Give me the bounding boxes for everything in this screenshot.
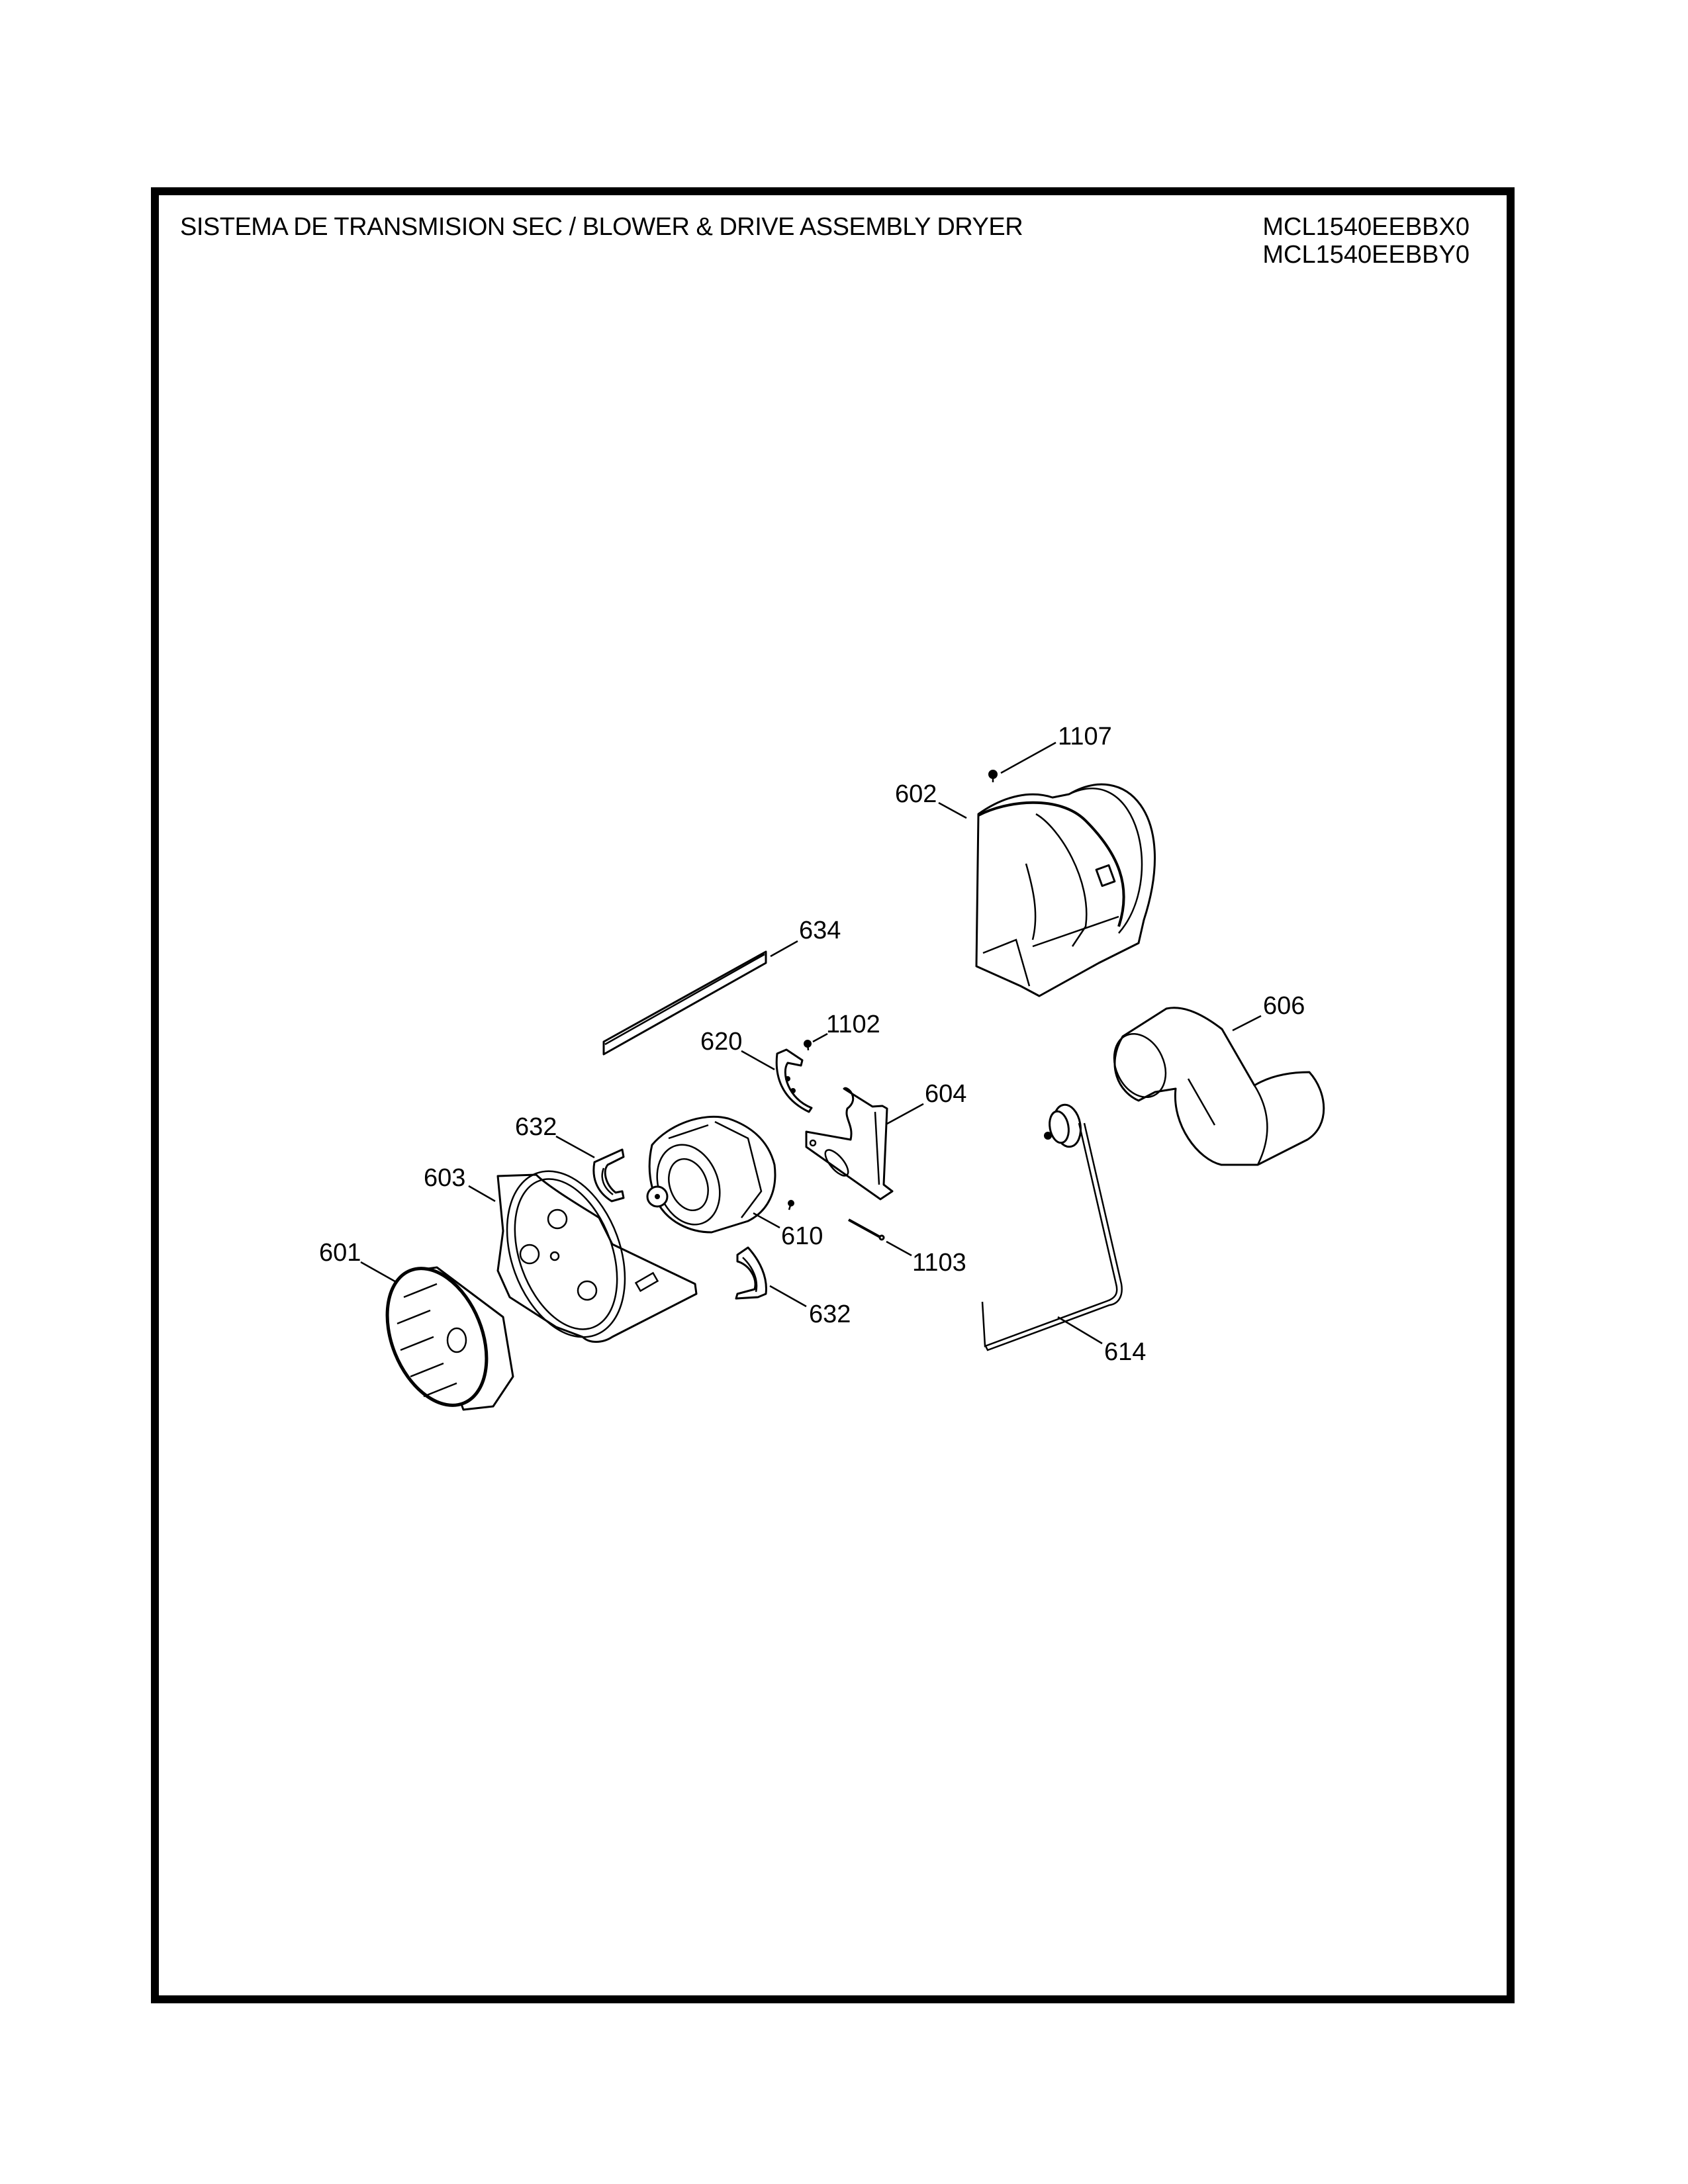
callout-632-lower[interactable]: 632 xyxy=(809,1300,851,1328)
leader-606 xyxy=(1232,1015,1262,1032)
leader-603 xyxy=(468,1185,496,1203)
part-610-drive-motor[interactable] xyxy=(646,1115,776,1234)
leader-1103 xyxy=(886,1240,912,1257)
model-number: MCL1540EEBBX0 xyxy=(1262,213,1470,241)
callout-602[interactable]: 602 xyxy=(895,780,937,808)
screw-icon xyxy=(788,1200,794,1210)
leader-620 xyxy=(741,1050,775,1071)
part-602-blower-housing[interactable] xyxy=(975,783,1156,997)
diagram-frame xyxy=(151,187,1515,2003)
model-numbers: MCL1540EEBBX0 MCL1540EEBBY0 xyxy=(1262,213,1470,269)
model-number: MCL1540EEBBY0 xyxy=(1262,241,1470,269)
part-620-harness-clip[interactable] xyxy=(775,1048,813,1113)
leader-614 xyxy=(1057,1316,1103,1345)
leader-610 xyxy=(753,1212,780,1229)
part-603-blower-mount-plate[interactable] xyxy=(485,1155,698,1353)
page-title: SISTEMA DE TRANSMISION SEC / BLOWER & DR… xyxy=(180,213,1023,241)
callout-634[interactable]: 634 xyxy=(799,917,841,944)
callout-1103[interactable]: 1103 xyxy=(912,1249,966,1277)
callout-1102[interactable]: 1102 xyxy=(826,1011,880,1038)
leader-632-lower xyxy=(769,1285,807,1308)
leader-601 xyxy=(360,1261,398,1284)
part-614-idler-pulley-arm[interactable] xyxy=(981,1103,1123,1351)
callout-601[interactable]: 601 xyxy=(319,1239,361,1267)
part-634-seal-strip[interactable] xyxy=(602,950,767,1056)
callout-606[interactable]: 606 xyxy=(1263,992,1305,1020)
part-1107-screw[interactable] xyxy=(988,770,998,782)
callout-603[interactable]: 603 xyxy=(424,1164,465,1192)
part-604-idler-bracket[interactable] xyxy=(805,1087,894,1201)
leader-634 xyxy=(770,940,798,958)
part-601-blower-wheel[interactable] xyxy=(368,1253,514,1420)
leader-1102 xyxy=(812,1032,828,1043)
part-606-drive-belt[interactable] xyxy=(1104,1007,1325,1166)
leader-1107 xyxy=(1000,741,1056,774)
callout-620[interactable]: 620 xyxy=(700,1028,742,1056)
leader-604 xyxy=(886,1103,924,1125)
part-632-motor-clamp-upper[interactable] xyxy=(592,1148,625,1203)
part-1103-pin[interactable] xyxy=(848,1218,885,1241)
part-1102-screw[interactable] xyxy=(804,1040,812,1051)
leader-632-upper xyxy=(555,1135,595,1159)
callout-610[interactable]: 610 xyxy=(781,1222,823,1250)
callout-614[interactable]: 614 xyxy=(1104,1338,1146,1366)
callout-604[interactable]: 604 xyxy=(925,1080,966,1108)
callout-1107[interactable]: 1107 xyxy=(1058,723,1112,751)
part-632-motor-clamp-lower[interactable] xyxy=(735,1246,767,1300)
callout-632-upper[interactable]: 632 xyxy=(515,1113,557,1141)
leader-602 xyxy=(938,801,967,819)
